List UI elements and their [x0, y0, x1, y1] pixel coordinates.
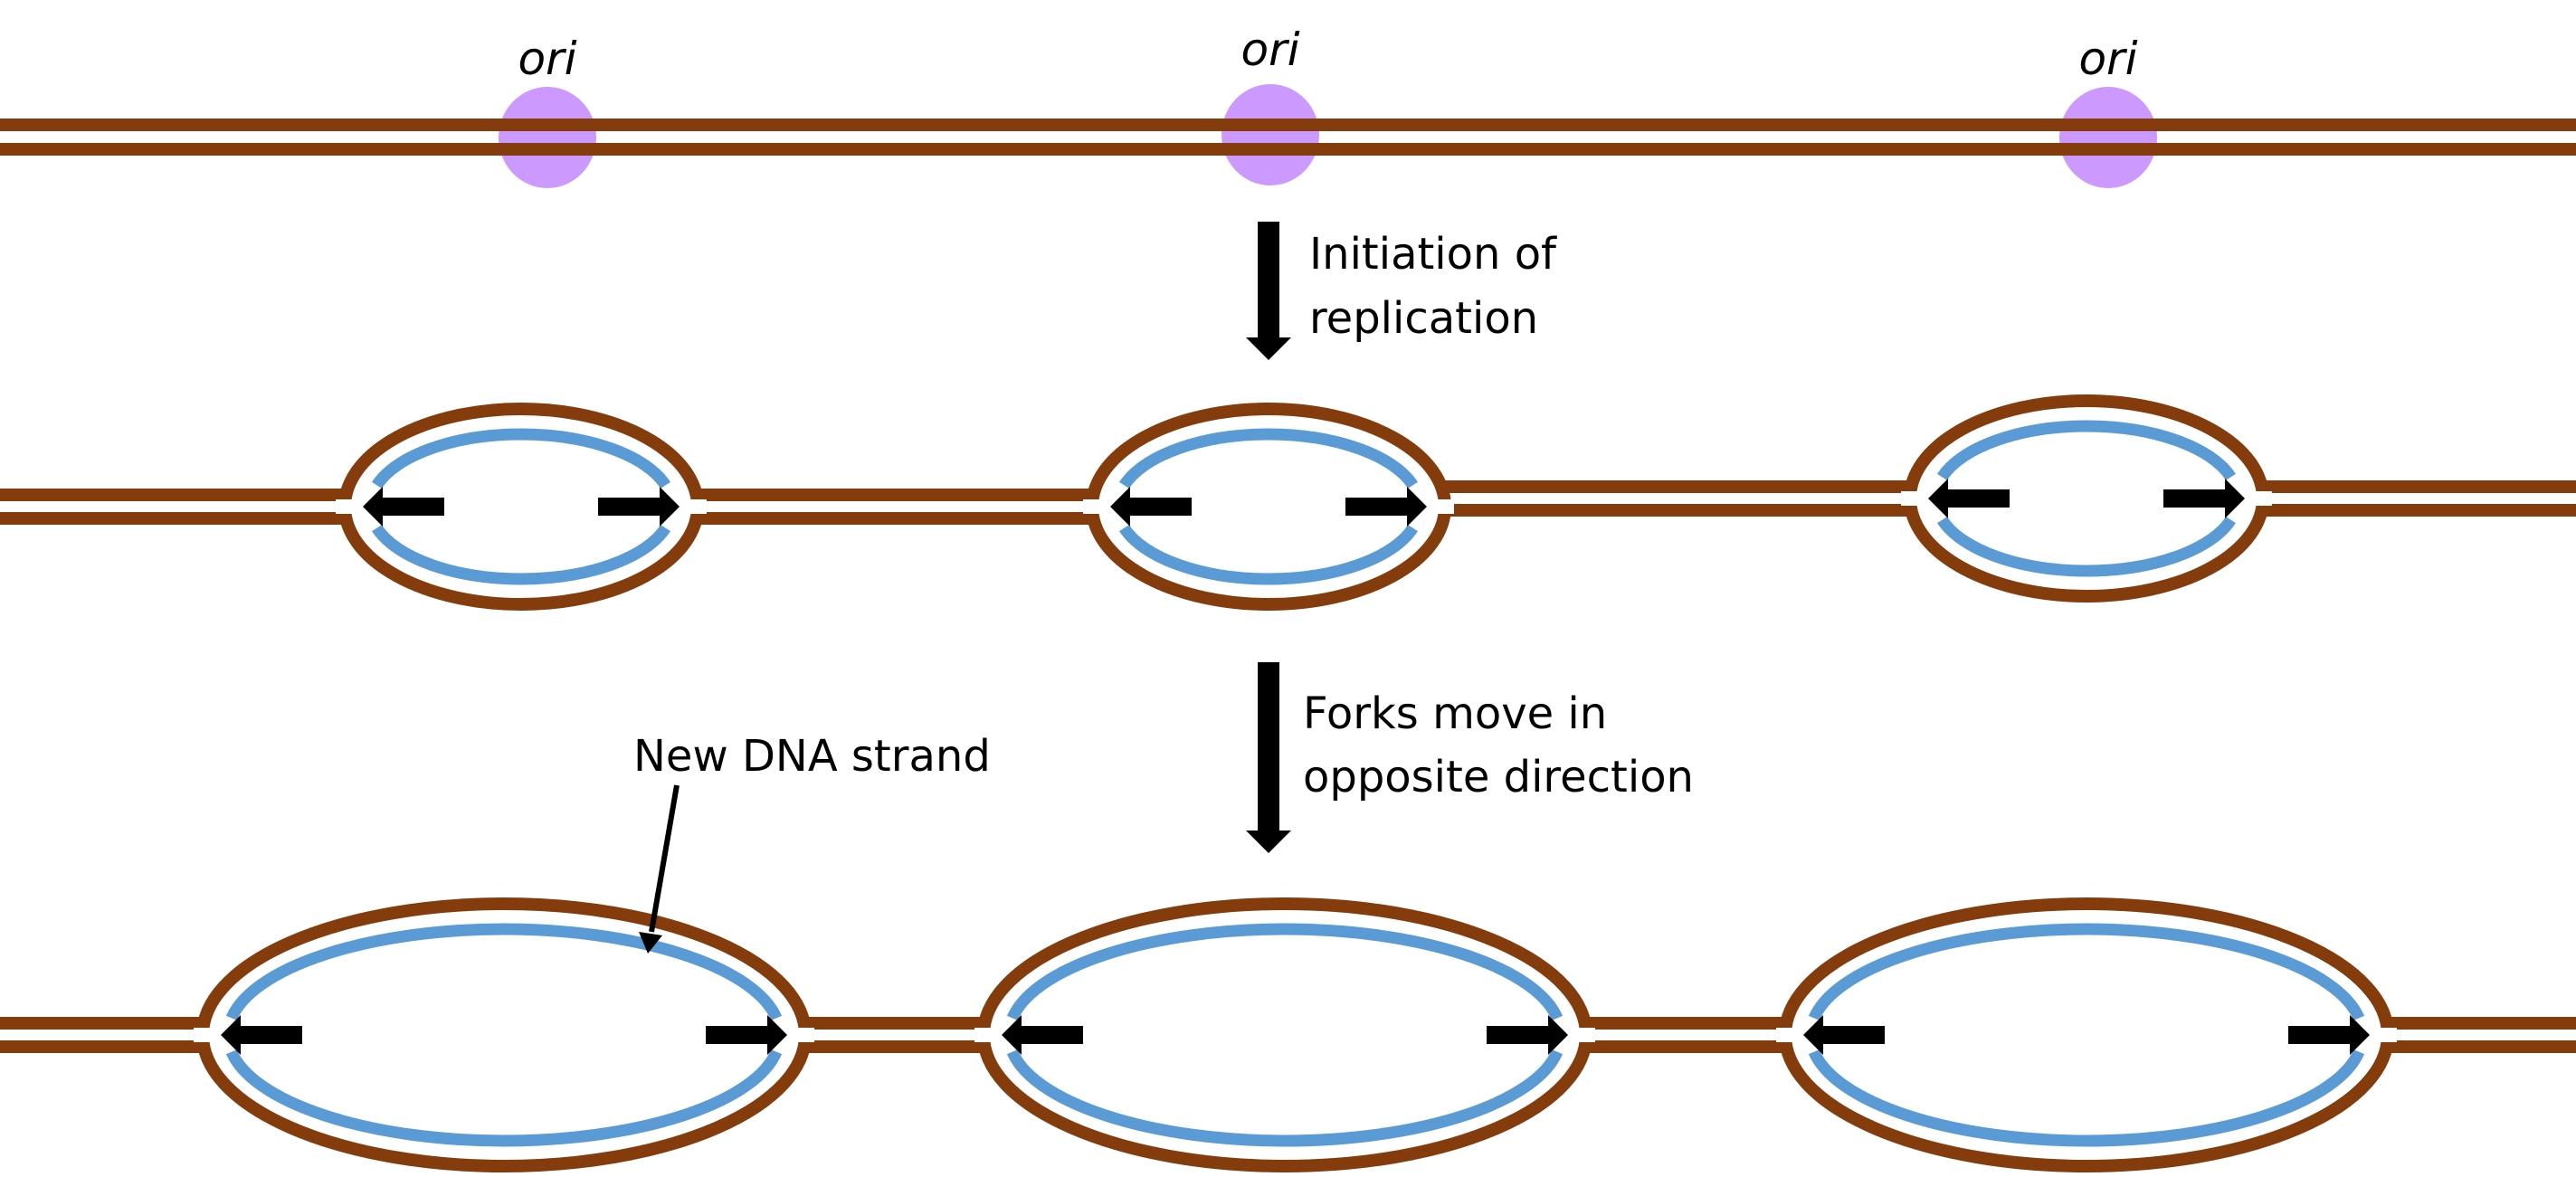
origin-marker: [1221, 84, 1319, 185]
callout-label: New DNA strand: [633, 731, 991, 782]
origin-marker: [499, 87, 596, 188]
fork-right-arrow-icon: [2288, 1015, 2370, 1055]
fork-gap: [1083, 499, 1103, 514]
replication-bubble: [1776, 897, 2397, 1172]
fork-gap: [1901, 491, 1921, 506]
new-strand-bottom: [1808, 1049, 2365, 1147]
callout-arrowhead-icon: [639, 932, 662, 954]
fork-left-arrow-icon: [363, 487, 444, 527]
down-arrow-icon: [1246, 222, 1291, 360]
stage-bubbles-small: [0, 394, 2576, 611]
fork-left-arrow-icon: [1002, 1015, 1083, 1055]
step-label-line: Initiation of: [1309, 229, 1557, 280]
fork-gap: [1776, 1028, 1796, 1042]
fork-gap: [336, 499, 356, 514]
fork-gap: [794, 1028, 814, 1042]
origin-marker: [2059, 87, 2157, 188]
new-strand-bottom: [225, 1049, 783, 1147]
new-strand-top: [1006, 923, 1564, 1020]
new-strand-bottom: [1006, 1049, 1564, 1147]
new-strand-top: [1937, 420, 2236, 480]
origin-label: ori: [1240, 24, 1299, 76]
callout-pointer-line: [649, 784, 680, 933]
fork-right-arrow-icon: [2163, 479, 2245, 518]
stage-bubbles-large: [0, 897, 2576, 1172]
fork-left-arrow-icon: [221, 1015, 302, 1055]
fork-gap: [974, 1028, 994, 1042]
step-initiation: Initiation of replication: [1246, 222, 1557, 360]
replication-bubble: [336, 403, 707, 611]
step-label-line: replication: [1309, 293, 1538, 344]
fork-gap: [1575, 1028, 1595, 1042]
new-strand-bottom: [372, 525, 670, 585]
new-strand-top: [225, 923, 783, 1020]
fork-left-arrow-icon: [1928, 479, 2010, 518]
new-strand-top: [372, 428, 670, 489]
fork-left-arrow-icon: [1110, 487, 1192, 527]
step-label-line: Forks move in: [1303, 688, 1607, 739]
new-strand-bottom: [1119, 525, 1418, 585]
fork-right-arrow-icon: [706, 1015, 787, 1055]
new-strand-top: [1808, 923, 2365, 1020]
origin-label: ori: [2078, 33, 2137, 85]
origin-label: ori: [518, 33, 576, 85]
new-strand-top: [1119, 428, 1418, 489]
fork-left-arrow-icon: [1803, 1015, 1885, 1055]
fork-right-arrow-icon: [1345, 487, 1427, 527]
new-strand-bottom: [1937, 517, 2236, 577]
fork-gap: [2252, 491, 2272, 506]
stage-unreplicated: ori ori ori: [0, 24, 2576, 188]
step-forks-move: Forks move in opposite direction: [1246, 662, 1694, 853]
fork-right-arrow-icon: [598, 487, 680, 527]
down-arrow-icon: [1246, 662, 1291, 853]
replication-bubble: [1901, 394, 2272, 603]
fork-gap: [2377, 1028, 2397, 1042]
fork-gap: [194, 1028, 214, 1042]
replication-bubble: [1083, 403, 1454, 611]
fork-gap: [687, 499, 707, 514]
replication-bubble: [194, 897, 814, 1172]
replication-bubble: [974, 897, 1595, 1172]
fork-gap: [1434, 499, 1454, 514]
fork-right-arrow-icon: [1487, 1015, 1568, 1055]
new-strand-callout: New DNA strand: [633, 731, 991, 954]
step-label-line: opposite direction: [1303, 752, 1694, 802]
